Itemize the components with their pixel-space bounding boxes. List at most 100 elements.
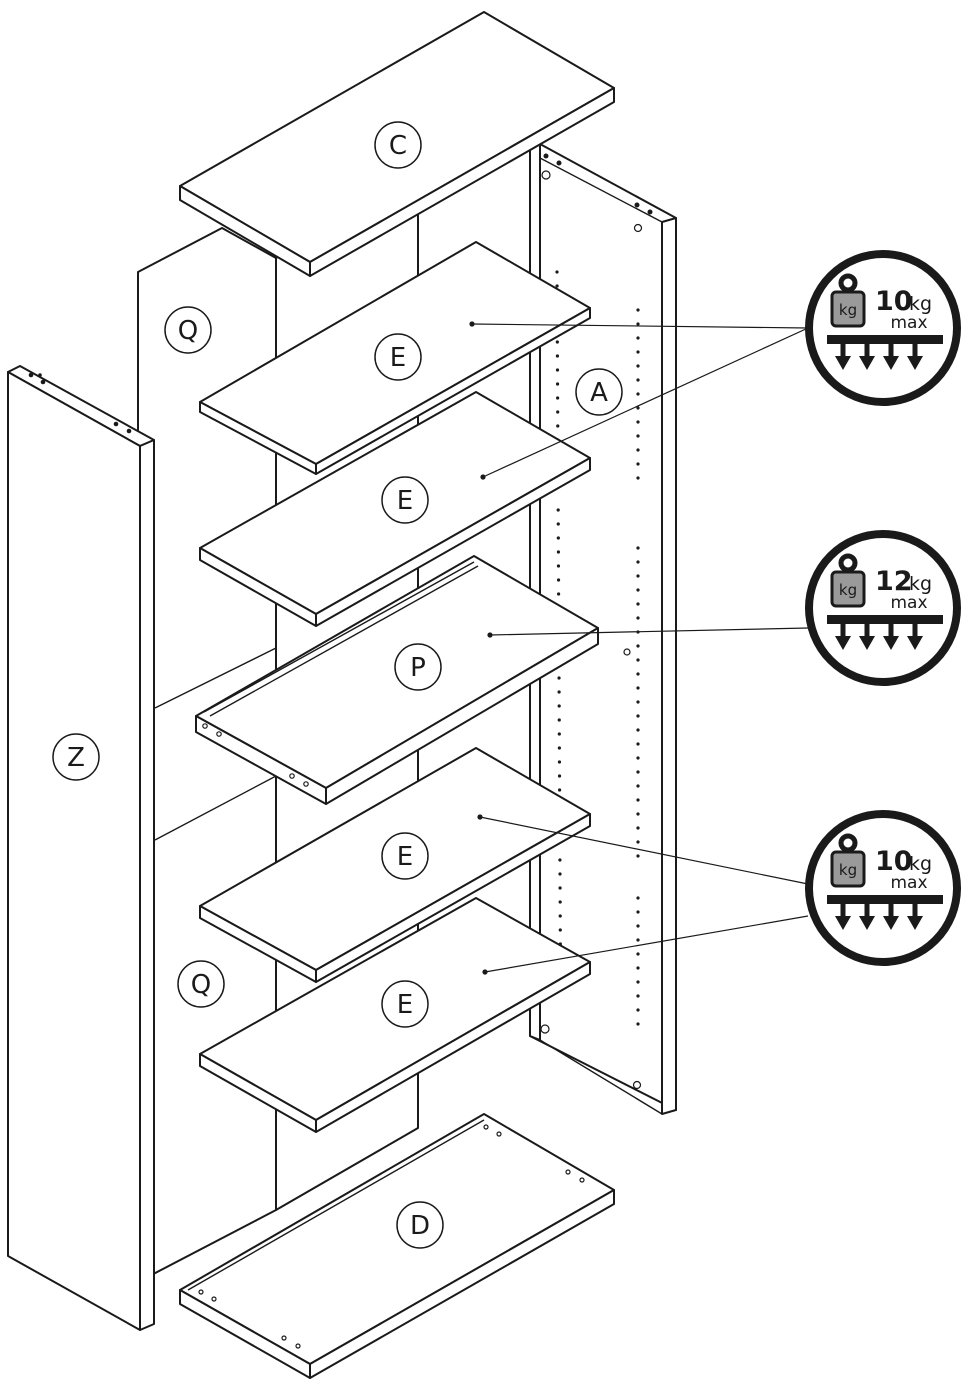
badge-bottom-value: 10 <box>875 846 913 877</box>
arrow-stem <box>864 344 870 358</box>
pin-hole <box>557 690 561 694</box>
pin-hole <box>636 896 640 900</box>
pin-hole <box>636 476 640 480</box>
arrow-stem <box>840 344 846 358</box>
pin-hole <box>636 588 640 592</box>
arrow-stem <box>912 904 918 918</box>
pin-hole <box>636 994 640 998</box>
pin-hole <box>556 508 560 512</box>
arrow-head <box>883 916 899 930</box>
load-badge-bottom: kg 10 kg max <box>805 810 961 966</box>
pin-hole <box>558 872 562 876</box>
pin-hole <box>636 448 640 452</box>
label-d-text: D <box>410 1211 430 1241</box>
weight-icon-label: kg <box>839 581 857 599</box>
arrow-stem <box>888 904 894 918</box>
pin-hole <box>636 602 640 606</box>
arrow-stem <box>864 624 870 638</box>
pin-hole <box>636 658 640 662</box>
pin-hole <box>557 732 561 736</box>
arrow-stem <box>888 344 894 358</box>
side-panel-z <box>7 365 155 1331</box>
pin-hole <box>636 308 640 312</box>
load-badge-middle: kg 12 kg max <box>805 530 961 686</box>
pin-hole <box>636 854 640 858</box>
label-e-2: E <box>381 476 429 524</box>
label-z: Z <box>52 733 100 781</box>
pin-hole <box>636 672 640 676</box>
weight-icon: kg <box>830 553 866 608</box>
pin-hole <box>636 784 640 788</box>
arrow-head <box>907 916 923 930</box>
pin-hole <box>556 578 561 582</box>
pin-hole <box>636 392 640 396</box>
label-q-top-text: Q <box>178 316 198 346</box>
badge-middle-max: max <box>890 593 927 613</box>
pin-hole <box>556 396 560 400</box>
pin-hole <box>636 812 640 816</box>
arrow-head <box>835 356 851 370</box>
label-a: A <box>575 368 623 416</box>
pin-hole <box>636 770 640 774</box>
label-e-2-text: E <box>397 486 413 516</box>
pin-hole <box>556 564 561 568</box>
badge-bottom-max: max <box>890 873 927 893</box>
label-p: P <box>394 643 442 691</box>
label-q-top: Q <box>164 306 212 354</box>
pin-hole <box>636 924 640 928</box>
pin-hole <box>636 686 640 690</box>
badge-top-unit: kg <box>909 293 932 315</box>
pin-hole <box>636 350 640 354</box>
pin-hole <box>636 616 640 620</box>
arrow-stem <box>840 624 846 638</box>
arrow-stem <box>888 624 894 638</box>
label-c: C <box>374 121 422 169</box>
label-z-text: Z <box>67 743 85 773</box>
pin-hole <box>636 826 640 830</box>
pin-hole <box>557 788 562 792</box>
weight-icon: kg <box>830 833 866 888</box>
arrows-group <box>835 344 923 370</box>
pin-hole <box>557 718 561 722</box>
pin-hole <box>636 756 640 760</box>
pin-hole <box>636 910 640 914</box>
badge-middle-value: 12 <box>875 566 913 597</box>
pin-hole <box>555 284 559 288</box>
pin-hole <box>636 546 640 550</box>
pin-hole <box>558 858 562 862</box>
pin-hole <box>558 914 562 918</box>
pin-hole <box>636 560 640 564</box>
label-e-4: E <box>381 980 429 1028</box>
pin-hole <box>636 574 640 578</box>
pin-hole <box>557 760 562 764</box>
arrow-stem <box>864 904 870 918</box>
pin-hole <box>556 410 560 414</box>
pin-hole <box>557 676 561 680</box>
pin-hole <box>636 728 640 732</box>
pin-hole <box>556 536 560 540</box>
pin-hole <box>636 1008 640 1012</box>
pin-hole <box>557 704 561 708</box>
arrow-stem <box>912 624 918 638</box>
leader-lines <box>469 321 809 975</box>
pin-hole <box>557 592 561 596</box>
arrow-head <box>835 636 851 650</box>
pin-hole <box>558 886 562 890</box>
pin-hole <box>636 406 640 410</box>
pin-hole <box>557 746 561 750</box>
label-e-1-text: E <box>390 343 406 373</box>
label-e-4-text: E <box>397 990 413 1020</box>
weight-icon-label: kg <box>839 861 857 879</box>
pin-hole <box>636 322 640 326</box>
label-p-text: P <box>410 653 426 683</box>
label-d: D <box>396 1201 444 1249</box>
arrow-head <box>907 356 923 370</box>
arrow-head <box>835 916 851 930</box>
arrow-head <box>859 916 875 930</box>
load-badge-top: kg 10 kg max <box>805 250 961 406</box>
arrow-head <box>907 636 923 650</box>
arrows-group <box>835 904 923 930</box>
pin-hole <box>556 522 560 526</box>
pin-hole <box>636 378 640 382</box>
